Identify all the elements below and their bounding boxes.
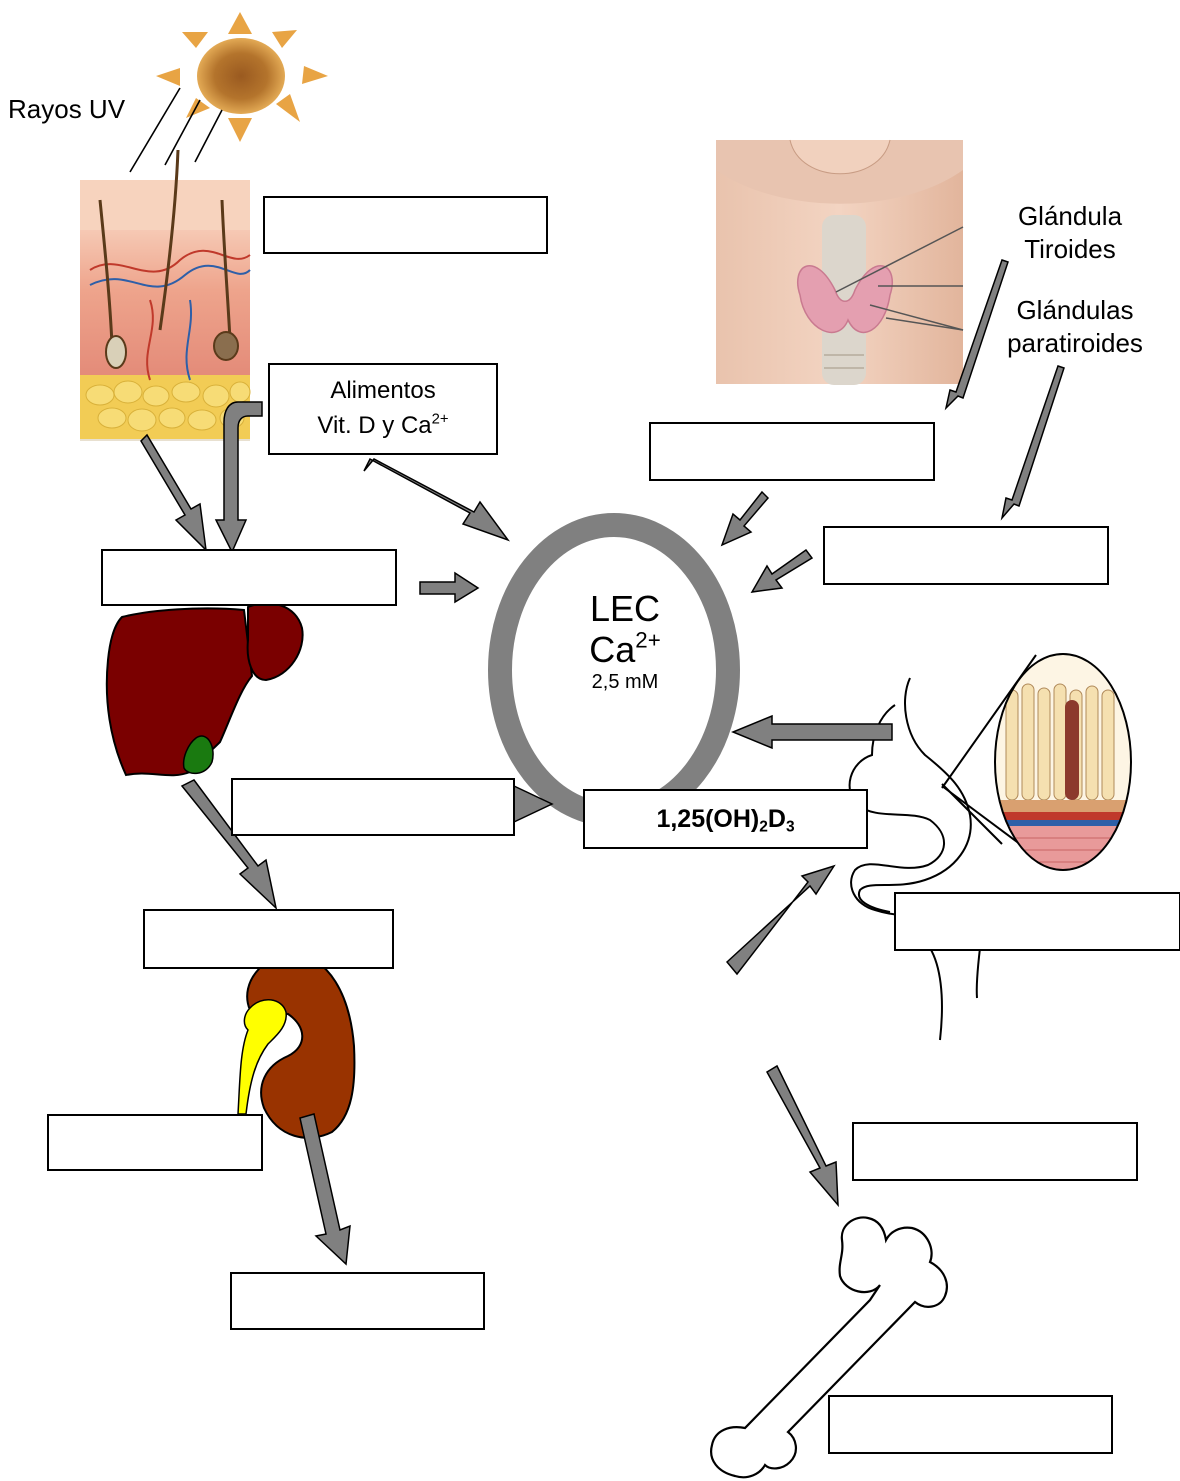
- sun-icon: [156, 12, 328, 142]
- kidney-downward-arrow: [300, 1114, 350, 1264]
- neck-thyroid-illustration: [716, 140, 963, 385]
- answer-box-bone-action[interactable]: [852, 1122, 1138, 1181]
- thyroid-label: Glándula Tiroides: [990, 200, 1150, 265]
- food-vitamin-d-calcium-box: Alimentos Vit. D y Ca2+: [268, 363, 498, 455]
- food-to-lec-arrow: [364, 459, 508, 540]
- answer-box-skin[interactable]: [263, 196, 548, 254]
- hormone-to-intestine-arrow: [727, 866, 834, 974]
- answer-box-kidney[interactable]: [47, 1114, 263, 1171]
- kidney-illustration: [238, 952, 354, 1138]
- intestine-to-lec-arrow: [733, 716, 892, 748]
- food-box-line1: Alimentos: [330, 374, 435, 409]
- answer-box-thyroid[interactable]: [649, 422, 935, 481]
- answer-box-bone[interactable]: [828, 1395, 1113, 1454]
- lec-ion: Ca2+: [540, 629, 710, 670]
- lec-concentration: 2,5 mM: [540, 671, 710, 694]
- parathyroid-label: Glándulas paratiroides: [980, 294, 1170, 359]
- answer-box-parathyroid[interactable]: [823, 526, 1109, 585]
- parathyroid-label-line2: paratiroides: [1007, 328, 1143, 358]
- thyroid-label-line1: Glándula: [1018, 201, 1122, 231]
- thyroid-to-lec-arrow: [722, 492, 768, 545]
- lec-center-label: LEC Ca2+ 2,5 mM: [540, 588, 710, 694]
- answer-box-kidney-output[interactable]: [230, 1272, 485, 1330]
- answer-box-intestine[interactable]: [894, 892, 1180, 951]
- calcitriol-box: 1,25(OH)2D3: [583, 789, 868, 849]
- skin-to-liver-arrow: [141, 435, 206, 550]
- lec-title: LEC: [540, 588, 710, 629]
- skin-illustration: [80, 150, 250, 440]
- parathyroid-pointer-arrow: [1002, 366, 1064, 518]
- parathyroid-to-lec-arrow: [752, 550, 812, 592]
- liver-to-lec-arrow: [420, 573, 478, 602]
- answer-box-liver[interactable]: [231, 778, 515, 836]
- food-box-line2: Vit. D y Ca2+: [317, 409, 448, 444]
- intestinal-villi-illustration: [990, 650, 1140, 876]
- liver-illustration: [107, 603, 303, 775]
- answer-box-liver-input[interactable]: [101, 549, 397, 606]
- parathyroid-label-line1: Glándulas: [1016, 295, 1133, 325]
- answer-box-kidney-input[interactable]: [143, 909, 394, 969]
- uv-rays-label: Rayos UV: [8, 93, 125, 126]
- hormone-to-bone-arrow: [767, 1066, 838, 1205]
- calcitriol-label: 1,25(OH)2D3: [656, 801, 794, 837]
- thyroid-label-line2: Tiroides: [1024, 234, 1116, 264]
